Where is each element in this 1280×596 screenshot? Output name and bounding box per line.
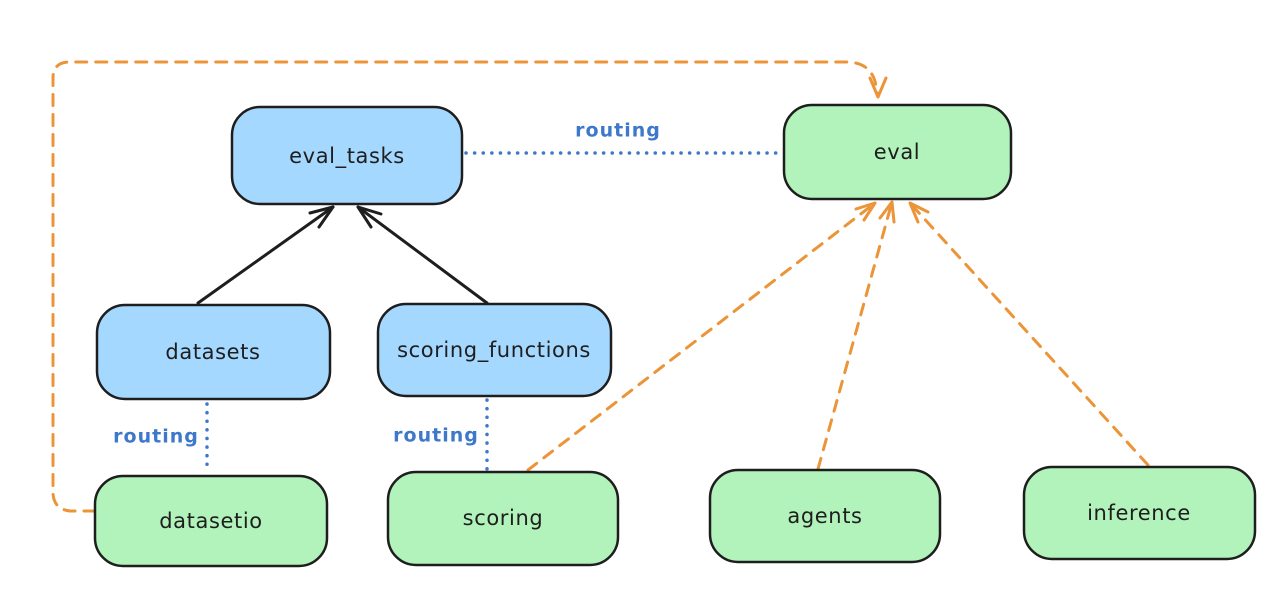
edge-scoring-functions-to-eval-tasks-arrowhead <box>356 205 383 229</box>
node-eval-label: eval <box>874 140 920 164</box>
edge-datasets-to-eval-tasks <box>196 205 335 305</box>
node-eval: eval <box>782 103 1013 201</box>
edge-datasets-to-eval-tasks-arrowhead <box>308 205 335 229</box>
edge-scoring-to-eval <box>526 201 877 472</box>
node-scoring-functions-box <box>376 302 613 398</box>
node-datasetio-box <box>93 474 329 568</box>
node-scoring-functions-label: scoring_functions <box>397 338 591 363</box>
edge-eval-tasks-to-eval: routing <box>464 120 784 155</box>
node-inference: inference <box>1022 465 1257 561</box>
edge-inference-to-eval-line <box>908 201 1150 467</box>
node-agents: agents <box>708 468 942 564</box>
edge-label-routing-left: routing <box>113 426 199 448</box>
edge-inference-to-eval-arrowhead <box>908 201 930 224</box>
edge-scoring-to-eval-line <box>526 201 877 472</box>
edge-datasets-to-datasetio: routing <box>113 402 209 474</box>
node-eval-tasks: eval_tasks <box>230 105 464 206</box>
edge-label-routing-top: routing <box>575 120 661 142</box>
edge-inference-to-eval <box>908 201 1150 467</box>
node-eval-tasks-label: eval_tasks <box>289 144 405 169</box>
node-datasets: datasets <box>95 303 332 401</box>
edge-agents-to-eval-line <box>816 200 894 471</box>
edge-scoring-functions-to-eval-tasks-line <box>356 205 489 305</box>
node-datasetio-label: datasetio <box>159 509 262 533</box>
node-datasetio: datasetio <box>93 474 329 568</box>
edge-scoring-functions-to-eval-tasks <box>356 205 489 305</box>
edge-label-routing-mid: routing <box>393 425 479 447</box>
node-agents-label: agents <box>787 504 862 528</box>
node-eval-tasks-box <box>230 105 464 206</box>
node-scoring-label: scoring <box>463 506 544 530</box>
edge-agents-to-eval-arrowhead <box>878 200 896 224</box>
edge-scoring-to-eval-arrowhead <box>854 201 877 222</box>
edge-datasetio-to-eval <box>51 60 888 513</box>
node-datasets-label: datasets <box>165 340 260 364</box>
node-inference-box <box>1022 465 1257 561</box>
node-scoring-box <box>386 470 620 567</box>
edge-datasetio-to-eval-arrowhead <box>868 76 888 99</box>
node-inference-label: inference <box>1087 501 1191 525</box>
edge-agents-to-eval <box>816 200 896 471</box>
node-scoring-functions: scoring_functions <box>376 302 613 398</box>
edge-datasets-to-eval-tasks-line <box>196 205 335 305</box>
node-datasets-box <box>95 303 332 401</box>
node-agents-box <box>708 468 942 564</box>
node-eval-box <box>782 103 1013 201</box>
edge-datasetio-to-eval-line <box>51 60 880 513</box>
edge-scoring-functions-to-scoring: routing <box>393 398 489 471</box>
node-scoring: scoring <box>386 470 620 567</box>
